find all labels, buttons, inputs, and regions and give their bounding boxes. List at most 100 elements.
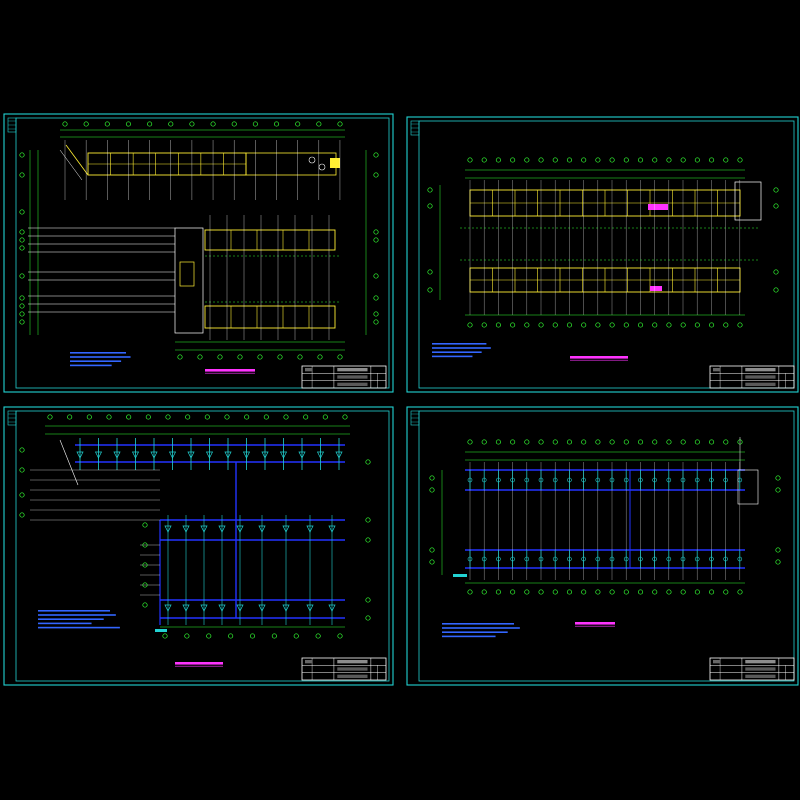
axis-bubble <box>609 157 615 163</box>
axis-bubble <box>162 633 168 639</box>
title-block-border <box>709 657 795 681</box>
label-tag <box>155 629 167 632</box>
sheet-inner-border <box>418 410 795 682</box>
axis-bubble <box>566 589 573 595</box>
axis-bubble <box>694 157 700 163</box>
axis-bubble <box>106 414 112 420</box>
axis-bubble <box>595 157 601 163</box>
title-block-glyphs <box>745 368 776 372</box>
axis-bubble <box>552 322 558 328</box>
sheet-1-frame[interactable] <box>3 113 394 393</box>
axis-bubble <box>342 414 348 420</box>
axis-bubble <box>495 439 501 445</box>
axis-bubble <box>427 287 433 293</box>
title-block <box>301 365 387 389</box>
axis-bubble <box>623 157 629 163</box>
axis-bubble <box>637 439 644 445</box>
wall-outline <box>204 229 336 251</box>
sloped-wall <box>59 439 79 486</box>
axis-bubble <box>694 322 700 328</box>
axis-bubble <box>566 157 573 163</box>
caption-glyphs <box>575 622 615 625</box>
axis-bubble <box>373 319 379 325</box>
magenta-marker <box>648 204 668 210</box>
axis-bubble <box>19 245 25 251</box>
title-block-glyphs <box>337 368 368 372</box>
note-glyphs <box>442 635 496 638</box>
plan-caption <box>205 369 255 374</box>
axis-bubble <box>609 322 615 328</box>
axis-bubble <box>652 322 658 328</box>
title-block-border <box>301 657 387 681</box>
axis-bubble <box>538 439 544 445</box>
axis-bubble <box>680 589 686 595</box>
axis-bubble <box>737 589 743 595</box>
note-glyphs <box>38 614 116 616</box>
plan-caption <box>575 622 615 627</box>
sloped-wall <box>59 149 83 181</box>
axis-bubble <box>709 589 715 595</box>
axis-bubble <box>86 414 92 420</box>
note-glyphs <box>38 610 110 612</box>
axis-bubble <box>177 354 183 360</box>
note-glyphs <box>442 631 508 633</box>
axis-bubble <box>566 322 573 328</box>
axis-bubble <box>666 322 672 328</box>
axis-bubble <box>295 121 301 127</box>
axis-bubble <box>19 237 25 243</box>
title-block-glyphs <box>305 368 312 372</box>
axis-bubble <box>217 354 223 360</box>
axis-bubble <box>249 633 256 639</box>
axis-bubble <box>197 354 203 360</box>
axis-bubble <box>19 492 25 498</box>
axis-bubble <box>481 589 487 595</box>
axis-bubble <box>283 414 289 420</box>
axis-bubble <box>623 439 629 445</box>
axis-bubble <box>581 157 587 163</box>
axis-bubble <box>652 439 658 445</box>
axis-bubble <box>429 475 435 481</box>
axis-bubble <box>293 633 299 639</box>
axis-bubble <box>694 589 700 595</box>
axis-bubble <box>19 273 25 279</box>
note-glyphs <box>70 360 122 362</box>
axis-bubble <box>210 121 216 127</box>
notes-block <box>432 343 491 358</box>
axis-bubble <box>365 459 371 465</box>
title-block-glyphs <box>745 375 776 379</box>
note-glyphs <box>38 622 92 625</box>
axis-bubble <box>297 354 303 360</box>
title-block-glyphs <box>337 382 368 386</box>
note-glyphs <box>70 364 112 367</box>
notes-block <box>442 623 520 638</box>
axis-bubble <box>723 322 729 328</box>
sheet-3-frame[interactable] <box>3 406 394 686</box>
axis-bubble <box>666 157 672 163</box>
axis-bubble <box>271 633 277 639</box>
sheet-border <box>3 113 394 393</box>
axis-bubble <box>637 322 644 328</box>
axis-bubble <box>19 311 25 317</box>
axis-bubble <box>19 512 25 518</box>
axis-bubble <box>637 157 644 163</box>
axis-bubble <box>467 322 473 328</box>
sheet-4-frame[interactable] <box>406 406 799 686</box>
axis-bubble <box>510 157 516 163</box>
wall-grid <box>469 189 741 217</box>
axis-bubble <box>315 633 321 639</box>
axis-bubble <box>524 322 530 328</box>
title-block <box>709 365 795 389</box>
title-block-glyphs <box>337 674 368 678</box>
axis-bubble <box>19 319 25 325</box>
axis-bubble <box>510 322 516 328</box>
axis-bubble <box>373 237 379 243</box>
axis-bubble <box>467 589 473 595</box>
notes-block <box>70 352 131 367</box>
axis-bubble <box>510 439 516 445</box>
note-glyphs <box>432 355 473 358</box>
sheet-2-frame[interactable] <box>406 116 799 393</box>
sloped-wall <box>65 144 89 176</box>
sheet-inner-border <box>15 117 390 389</box>
axis-bubble <box>19 467 25 473</box>
axis-bubble <box>666 589 672 595</box>
